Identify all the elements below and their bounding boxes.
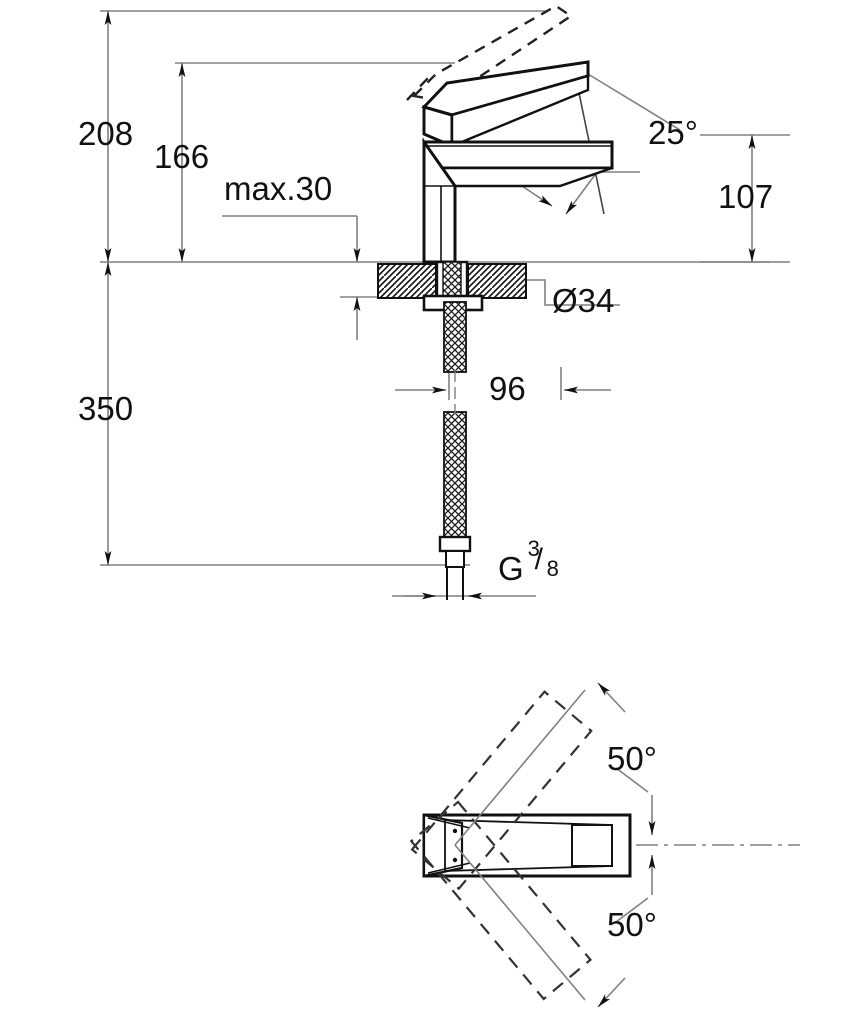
flex-hose-lower (443, 411, 467, 538)
lever-handle (421, 60, 590, 149)
thread-numerator: 3 (527, 536, 540, 561)
dimension-label-swivel-lower: 50° (607, 906, 657, 943)
thread-denominator: 8 (546, 556, 559, 581)
dimension-label-350: 350 (78, 390, 134, 427)
elevation-view (100, 4, 790, 600)
mounting-shank (422, 260, 484, 335)
dimension-label-max30: max.30 (224, 170, 333, 207)
deck-section (377, 263, 527, 299)
dimension-swivel-lower (454, 844, 656, 1008)
spout-plan-outline (422, 813, 632, 878)
dimension-label-swivel-upper: 50° (607, 740, 657, 777)
spout-plan-rotated-upper (410, 690, 593, 891)
thread-slash: / (534, 543, 544, 576)
dimension-label-d34: Ø34 (552, 282, 615, 319)
dimension-label-208: 208 (78, 115, 134, 152)
dimension-swivel-upper (454, 682, 656, 846)
dimension-label-96: 96 (489, 370, 526, 407)
spout-body (422, 140, 614, 188)
dimension-max30 (222, 215, 361, 340)
thread-prefix: G (498, 550, 524, 587)
flex-hose-upper (443, 301, 467, 373)
spout-plan-rotated-lower (409, 800, 593, 1001)
thread-fraction: 3/8 (527, 538, 561, 582)
dimension-label-166: 166 (154, 138, 210, 175)
plan-view (409, 682, 800, 1008)
dimension-label-25deg: 25° (648, 114, 698, 151)
hose-connector (438, 535, 472, 600)
dimension-label-107: 107 (718, 178, 774, 215)
